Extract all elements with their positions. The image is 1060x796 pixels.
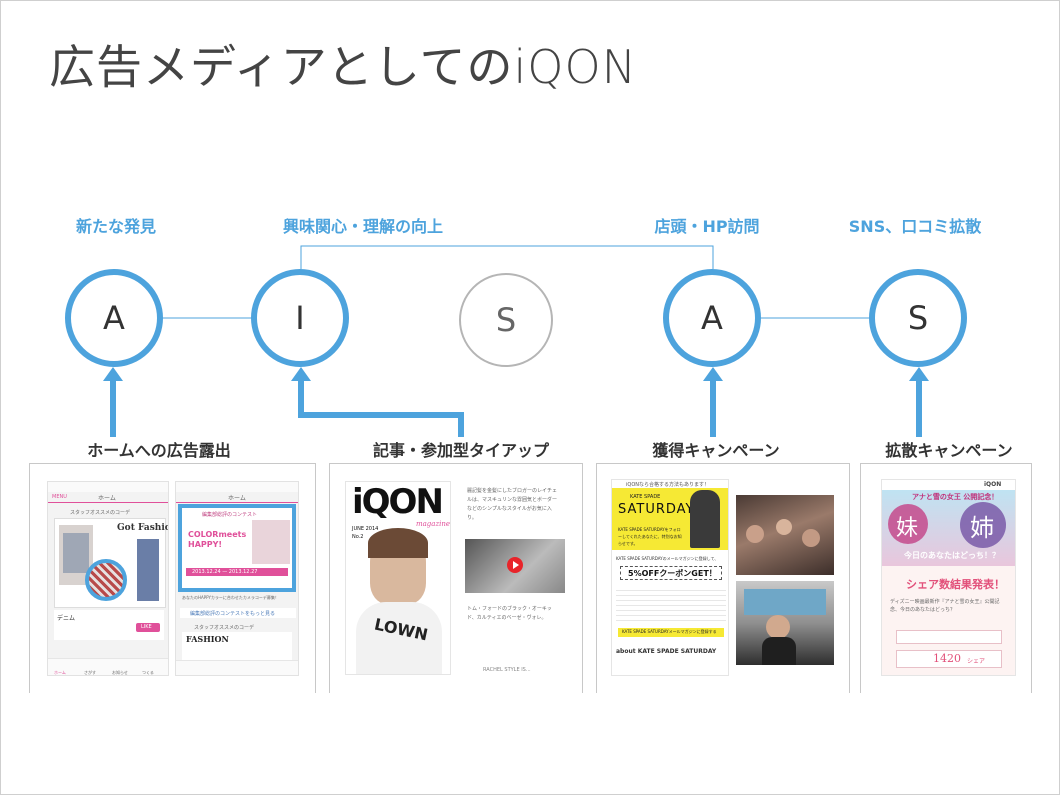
app1-headline: Got Fashion? bbox=[117, 523, 168, 533]
kate-lead: KATE SPADE SATURDAYをフォローしてくれたあなたに、特別なお知ら… bbox=[618, 527, 682, 546]
app1-tab-notice[interactable]: お知らせ bbox=[112, 670, 128, 675]
app-screenshot-home-2: ホーム 編集部総評のコンテスト COLORmeets HAPPY! 2013.1… bbox=[175, 481, 299, 676]
app1-tab-search[interactable]: さがす bbox=[84, 670, 96, 675]
app2-banner-title: 編集部総評のコンテスト bbox=[202, 512, 258, 518]
frozen-unit: シェア bbox=[967, 658, 986, 665]
frozen-catch: 今日のあなたはどっち！？ bbox=[904, 551, 1000, 560]
app1-tab-home[interactable]: ホーム bbox=[54, 670, 66, 675]
stage-circle-action: A bbox=[663, 269, 761, 367]
arrow-tieup bbox=[298, 379, 464, 437]
kate-mail-line: KATE SPADE SATURDAYのメールマガジンに登録して、 bbox=[616, 556, 719, 561]
bracket-home-ad bbox=[29, 463, 316, 693]
frozen-share-counter: 1420 シェア bbox=[896, 650, 1002, 668]
magazine-sub: magazine bbox=[416, 520, 451, 528]
kate-cta-button[interactable]: KATE SPADE SATURDAYメールマガジンに登録する bbox=[618, 628, 724, 637]
frozen-body: ディズニー映画最新作『アナと雪の女王』公開記念、今日のあなたはどっち？ bbox=[890, 599, 1000, 613]
connector-i-a-bracket bbox=[300, 245, 714, 269]
campaign-label-home-ad: ホームへの広告露出 bbox=[87, 441, 231, 460]
app1-ad-image: Got Fashion? bbox=[54, 518, 168, 608]
frozen-campaign: iQON アナと雪の女王 公開記念！ 妹 姉 今日のあなたはどっち！？ シェア数… bbox=[881, 479, 1016, 676]
play-icon[interactable] bbox=[507, 557, 523, 573]
magazine-no: No.2 bbox=[352, 534, 364, 540]
kate-coupon: 5%OFFクーポンGET！ bbox=[628, 569, 717, 578]
app2-dates: 2013.12.24 — 2013.12.27 bbox=[192, 569, 258, 575]
kate-brand2: SATURDAY bbox=[618, 502, 695, 517]
bracket-acquire bbox=[596, 463, 850, 693]
magazine-issue: JUNE 2014 bbox=[352, 526, 379, 532]
app1-item: デニム bbox=[57, 615, 76, 622]
stage-label-discovery: 新たな発見 bbox=[75, 217, 157, 236]
magazine-article: 麗記髪を金髪にしたブロガーのレイチェルは、マスキュリンな雰囲気とボーダーなどのシ… bbox=[461, 481, 569, 675]
stage-label-visit: 店頭・HP訪問 bbox=[654, 217, 760, 236]
bracket-spread bbox=[860, 463, 1032, 693]
stage-label-share: SNS、口コミ拡散 bbox=[848, 217, 982, 236]
stage-circle-attention: A bbox=[65, 269, 163, 367]
campaign-label-tieup: 記事・参加型タイアップ bbox=[372, 441, 550, 460]
app2-section: スタッフオススメのコーデ bbox=[194, 625, 255, 631]
campaign-label-acquire: 獲得キャンペーン bbox=[652, 441, 780, 460]
stage-label-interest: 興味関心・理解の向上 bbox=[282, 217, 444, 236]
frozen-header: アナと雪の女王 公開記念！ bbox=[912, 493, 999, 501]
app1-section: スタッフオススメのコーデ bbox=[70, 510, 131, 516]
magazine-cover: iQON magazine JUNE 2014 No.2 LOWN bbox=[345, 481, 451, 675]
campaign-label-spread: 拡散キャンペーン bbox=[885, 441, 1013, 460]
magazine-video[interactable] bbox=[465, 539, 565, 593]
magazine-logo: iQON bbox=[352, 482, 444, 522]
app-screenshot-home-1: MENU ホーム スタッフオススメのコーデ Got Fashion? デニム L… bbox=[47, 481, 169, 676]
stage-circle-interest: I bbox=[251, 269, 349, 367]
kate-brand: KATE SPADE bbox=[630, 494, 661, 500]
app2-header: ホーム bbox=[228, 495, 246, 502]
app1-tab-create[interactable]: つくる bbox=[142, 670, 154, 675]
kate-top-line: iQONなら合格する方法もあります！ bbox=[626, 482, 710, 488]
kate-about: about KATE SPADE SATURDAY bbox=[616, 648, 717, 655]
event-photo-stage bbox=[736, 581, 834, 665]
app1-header: ホーム bbox=[98, 495, 116, 502]
frozen-sister1: 妹 bbox=[896, 516, 919, 541]
app1-highlight-circle bbox=[85, 559, 127, 601]
frozen-hero: アナと雪の女王 公開記念！ 妹 姉 今日のあなたはどっち！？ bbox=[882, 490, 1015, 566]
event-photo-crowd bbox=[736, 495, 834, 575]
stage-circle-search: S bbox=[459, 273, 553, 367]
arrow-head-spread bbox=[909, 367, 929, 381]
arrow-head-tieup bbox=[291, 367, 311, 381]
app2-promo: COLORmeets HAPPY! bbox=[188, 530, 247, 549]
frozen-result: シェア数結果発表！ bbox=[906, 578, 1005, 591]
frozen-sister2: 姉 bbox=[970, 514, 994, 542]
slide-title: 広告メディアとしてのiQON bbox=[49, 40, 638, 94]
kate-spade-mail: iQONなら合格する方法もあります！ KATE SPADE SATURDAY K… bbox=[611, 479, 729, 676]
app2-contest-banner[interactable]: 編集部総評のコンテスト COLORmeets HAPPY! 2013.12.24… bbox=[178, 504, 296, 592]
magazine-footer: RACHEL STYLE IS... bbox=[483, 667, 531, 673]
magazine-article-top: 麗記髪を金髪にしたブロガーのレイチェルは、マスキュリンな雰囲気とボーダーなどのシ… bbox=[467, 488, 558, 521]
app2-caption: あなたのHAPPYカラーに合わせたカメラコーデ募集！ bbox=[182, 595, 279, 600]
app2-fashion: FASHION bbox=[186, 634, 229, 644]
bracket-tieup bbox=[329, 463, 583, 693]
frozen-count: 1420 bbox=[933, 652, 961, 665]
arrow-head-acquire bbox=[703, 367, 723, 381]
magazine-article-bottom: トム・フォードのブラック・オーキッド、カルティエのベーゼ・ヴォレ。 bbox=[467, 606, 552, 621]
kate-yellow-banner: KATE SPADE SATURDAY KATE SPADE SATURDAYを… bbox=[612, 488, 728, 550]
app2-more-link[interactable]: 編集部総評のコンテストをもっと見る bbox=[190, 611, 276, 617]
arrow-head-home-ad bbox=[103, 367, 123, 381]
app1-like-button[interactable]: LIKE bbox=[136, 623, 160, 632]
stage-circle-share: S bbox=[869, 269, 967, 367]
frozen-brand: iQON bbox=[984, 481, 1002, 488]
